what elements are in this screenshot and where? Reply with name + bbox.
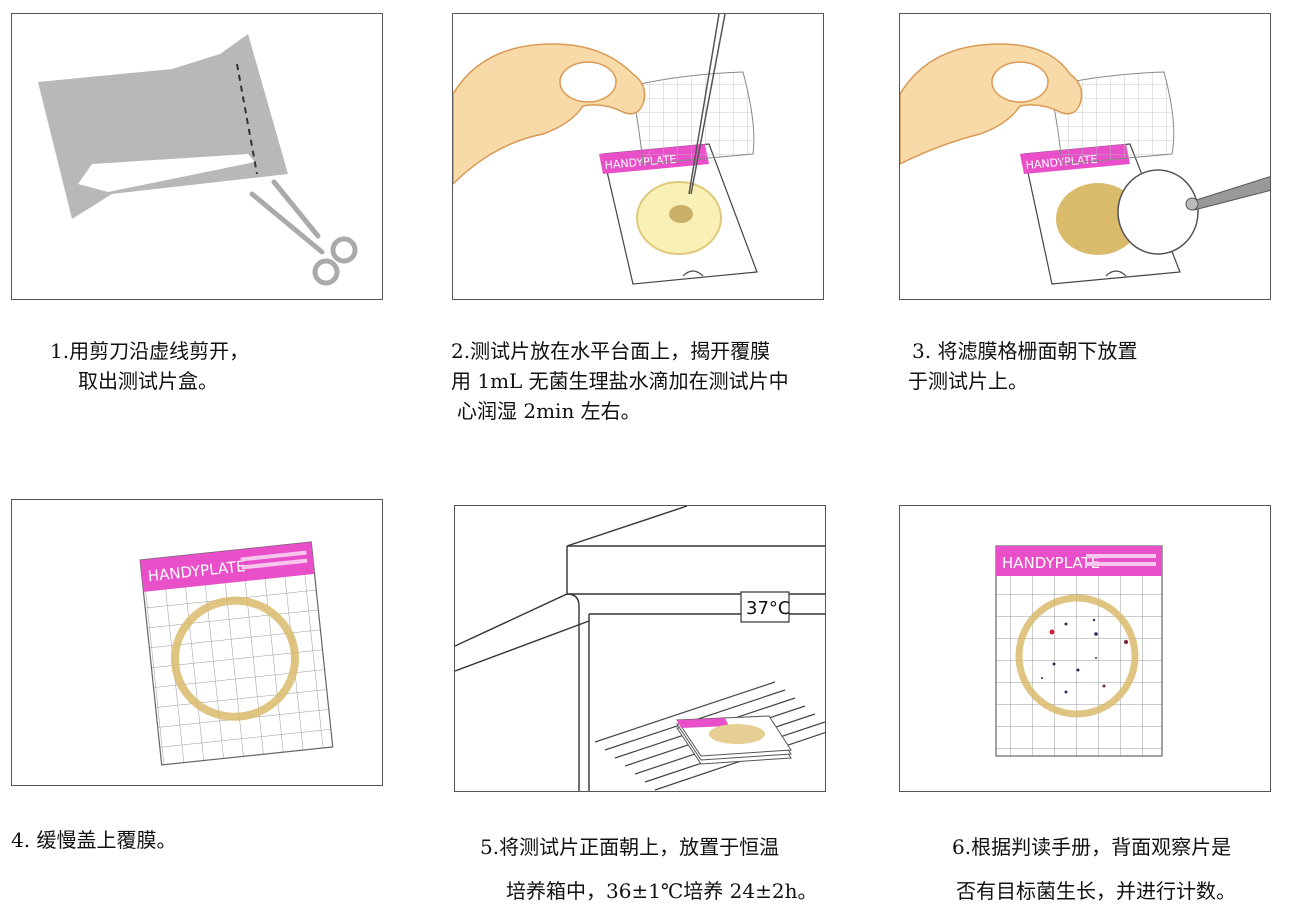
step-4-illustration: HANDYPLATE <box>139 541 334 766</box>
caption-line: 用 1mL 无菌生理盐水滴加在测试片中 <box>451 369 789 393</box>
cut-line <box>236 63 258 175</box>
step-4-panel: HANDYPLATE <box>11 499 383 786</box>
pipette-icon <box>688 14 726 195</box>
test-plate: HANDYPLATE <box>995 545 1163 757</box>
package-pouch <box>38 34 288 219</box>
caption-line: 培养箱中，36±1℃培养 24±2h。 <box>506 879 818 903</box>
step-5-caption: 5.将测试片正面朝上，放置于恒温 培养箱中，36±1℃培养 24±2h。 <box>480 825 817 913</box>
culture-ring <box>1015 594 1139 718</box>
step-1-illustration <box>38 34 358 286</box>
caption-line: 取出测试片盒。 <box>78 369 218 393</box>
hand-icon <box>453 43 646 186</box>
step-5-panel: 37°C <box>454 505 826 792</box>
cover-film <box>630 71 755 165</box>
step-2-illustration: HANDYPLATE <box>453 14 758 285</box>
step-1-caption: 1.用剪刀沿虚线剪开， 取出测试片盒。 <box>50 336 249 396</box>
filter-membrane <box>1117 169 1199 255</box>
step-1-panel <box>11 13 383 300</box>
tweezers-icon <box>1185 176 1270 211</box>
caption-line: 心润湿 2min 左右。 <box>457 399 641 423</box>
step-3-illustration: HANDYPLATE <box>900 43 1270 285</box>
scissors-icon <box>249 179 358 286</box>
caption-line: 否有目标菌生长，并进行计数。 <box>956 879 1236 903</box>
plate-label: HANDYPLATE <box>1002 554 1100 572</box>
saline-drop <box>669 205 693 223</box>
caption-line: 6.根据判读手册，背面观察片是 <box>952 835 1232 859</box>
caption-line: 5.将测试片正面朝上，放置于恒温 <box>480 835 780 859</box>
test-plate: HANDYPLATE <box>599 143 758 285</box>
test-plate: HANDYPLATE <box>139 541 334 766</box>
colony-dots <box>1041 618 1128 694</box>
step-3-panel: HANDYPLATE <box>899 13 1271 300</box>
step-3-caption: 3. 将滤膜格栅面朝下放置 于测试片上。 <box>908 336 1138 396</box>
step-5-illustration: 37°C <box>455 506 825 791</box>
step-2-caption: 2.测试片放在水平台面上，揭开覆膜 用 1mL 无菌生理盐水滴加在测试片中 心润… <box>451 336 789 426</box>
caption-line: 于测试片上。 <box>908 369 1028 393</box>
temperature-readout: 37°C <box>746 598 790 619</box>
step-6-illustration: HANDYPLATE <box>995 545 1163 757</box>
plate-stack <box>676 715 792 765</box>
caption-line: 2.测试片放在水平台面上，揭开覆膜 <box>451 339 771 363</box>
hand-icon <box>900 43 1083 165</box>
step-4-caption: 4. 缓慢盖上覆膜。 <box>11 825 176 855</box>
caption-line: 3. 将滤膜格栅面朝下放置 <box>912 339 1138 363</box>
caption-line: 1.用剪刀沿虚线剪开， <box>50 339 250 363</box>
step-6-panel: HANDYPLATE <box>899 505 1271 792</box>
step-6-caption: 6.根据判读手册，背面观察片是 否有目标菌生长，并进行计数。 <box>952 825 1236 913</box>
step-2-panel: HANDYPLATE <box>452 13 824 300</box>
temperature-display: 37°C <box>740 591 790 623</box>
culture-ring <box>171 596 299 721</box>
caption-line: 4. 缓慢盖上覆膜。 <box>11 828 177 852</box>
